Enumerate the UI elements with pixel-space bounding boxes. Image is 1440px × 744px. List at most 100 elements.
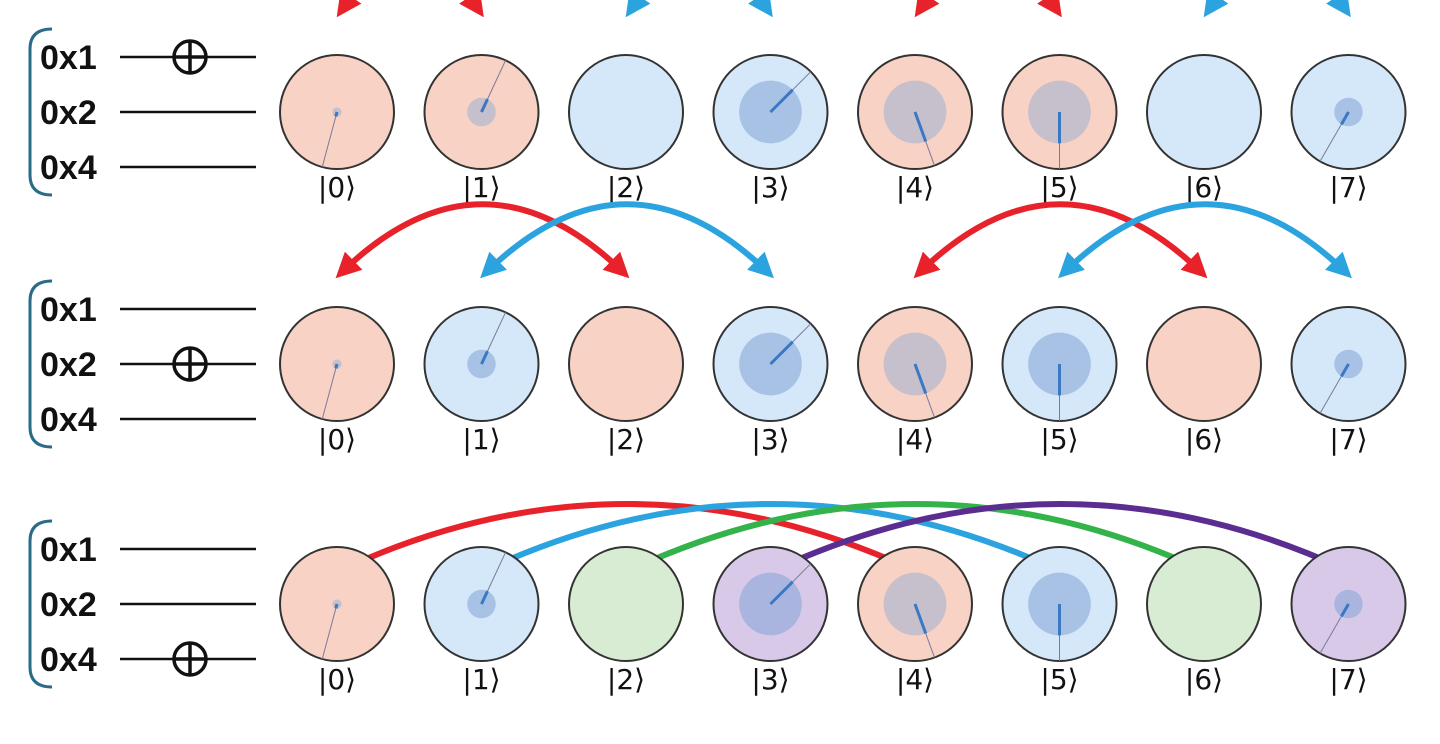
not-gate-icon [172,641,208,677]
ket-label: |4⟩ [896,423,934,456]
state-circle: |1⟩ [423,546,540,696]
state-circle: |6⟩ [1146,54,1262,204]
state-circle: |4⟩ [857,54,973,204]
ket-label: |7⟩ [1329,171,1367,204]
ket-label: |6⟩ [1185,171,1223,204]
state-circle: |1⟩ [423,306,540,456]
swap-arrow-0-2 [335,201,630,279]
state-circle: |4⟩ [857,546,973,696]
state-circle: |7⟩ [1290,546,1407,696]
state-circle: |5⟩ [1001,306,1118,456]
state-outline [1146,54,1262,170]
phase-line [334,111,339,117]
ket-label: |5⟩ [1040,423,1078,456]
phase-guide [321,363,338,420]
ket-label: |1⟩ [462,423,500,456]
register-bracket [28,519,53,689]
panel-3: 0x1 0x2 0x4 |0⟩ |1⟩ |2⟩ |3⟩ |4⟩ |5⟩ |6⟩ |7⟩ [28,501,1407,696]
state-circle: |3⟩ [712,306,829,456]
ket-label: |1⟩ [462,663,500,696]
phase-line [480,350,489,365]
state-circle: |7⟩ [1290,54,1407,204]
swap-arrows [334,501,1354,575]
state-outline [568,54,684,170]
state-circle: |5⟩ [1001,54,1118,204]
swap-arrow-2-6 [623,501,1209,575]
state-circle: |7⟩ [1290,306,1407,456]
panel-2: 0x1 0x2 0x4 |0⟩ |1⟩ |2⟩ |3⟩ |4⟩ |5⟩ |6⟩ |7⟩ [28,201,1407,456]
ket-label: |0⟩ [318,423,356,456]
ket-label: |3⟩ [751,423,789,456]
phase-guide [321,603,338,660]
state-circle: |4⟩ [857,306,973,456]
qubit-label: 0x2 [40,586,97,624]
phase-line [1340,603,1350,618]
qubit-label: 0x2 [40,346,97,384]
phase-line [1340,363,1350,378]
qubit-label: 0x4 [40,641,97,679]
not-gate-icon [172,346,208,382]
phase-line [913,603,928,634]
swap-arrows [336,0,1351,18]
register-bracket [28,27,53,197]
phase-line [480,590,489,605]
state-outline [1146,546,1262,662]
state-circle: |1⟩ [423,54,540,204]
swap-arrow-5-7 [1058,201,1352,279]
ket-label: |6⟩ [1185,423,1223,456]
ket-label: |4⟩ [896,171,934,204]
state-circle: |3⟩ [712,546,829,696]
ket-label: |7⟩ [1329,423,1367,456]
phase-line [1340,111,1350,126]
ket-label: |6⟩ [1185,663,1223,696]
ket-label: |5⟩ [1040,171,1078,204]
state-circle: |0⟩ [279,54,395,204]
ket-label: |4⟩ [896,663,934,696]
ket-label: |3⟩ [751,663,789,696]
ket-label: |5⟩ [1040,663,1078,696]
phase-line [334,603,339,609]
qubit-label: 0x1 [40,531,97,569]
state-circle: |3⟩ [712,54,829,204]
panel-1: 0x1 0x2 0x4 |0⟩ |1⟩ |2⟩ |3⟩ |4⟩ |5⟩ |6⟩ |7⟩ [28,0,1407,204]
swap-arrow-4-5 [914,0,1062,18]
state-circle: |2⟩ [568,546,684,696]
state-circle: |0⟩ [279,546,395,696]
ket-label: |0⟩ [318,663,356,696]
swap-arrow-1-3 [480,201,774,279]
phase-line [480,98,489,113]
phase-line [334,363,339,369]
state-circle: |6⟩ [1146,546,1262,696]
qubit-label: 0x1 [40,39,97,77]
state-outline [568,546,684,662]
ket-label: |2⟩ [607,423,645,456]
phase-line [913,363,928,394]
swap-arrow-6-7 [1203,0,1351,18]
state-circle: |2⟩ [568,54,684,204]
swap-arrow-3-7 [767,501,1354,575]
ket-label: |0⟩ [318,171,356,204]
ket-label: |2⟩ [607,663,645,696]
qubit-label: 0x4 [40,401,97,439]
swap-arrow-0-4 [334,501,920,575]
state-circle: |6⟩ [1146,306,1262,456]
phase-line [769,88,794,114]
swap-arrow-2-3 [625,0,773,18]
state-circle: |5⟩ [1001,546,1118,696]
register-bracket [28,279,53,449]
qubit-label: 0x2 [40,94,97,132]
state-circle: |2⟩ [568,306,684,456]
qubit-label: 0x4 [40,149,97,187]
swap-arrow-0-1 [336,0,484,18]
state-outline [568,306,684,422]
swap-arrow-4-6 [913,201,1208,279]
state-outline [1146,306,1262,422]
phase-line [769,580,794,606]
phase-guide [321,111,338,168]
qubit-label: 0x1 [40,291,97,329]
swap-arrows [335,201,1352,279]
ket-label: |1⟩ [462,171,500,204]
state-circle: |0⟩ [279,306,395,456]
ket-label: |3⟩ [751,171,789,204]
